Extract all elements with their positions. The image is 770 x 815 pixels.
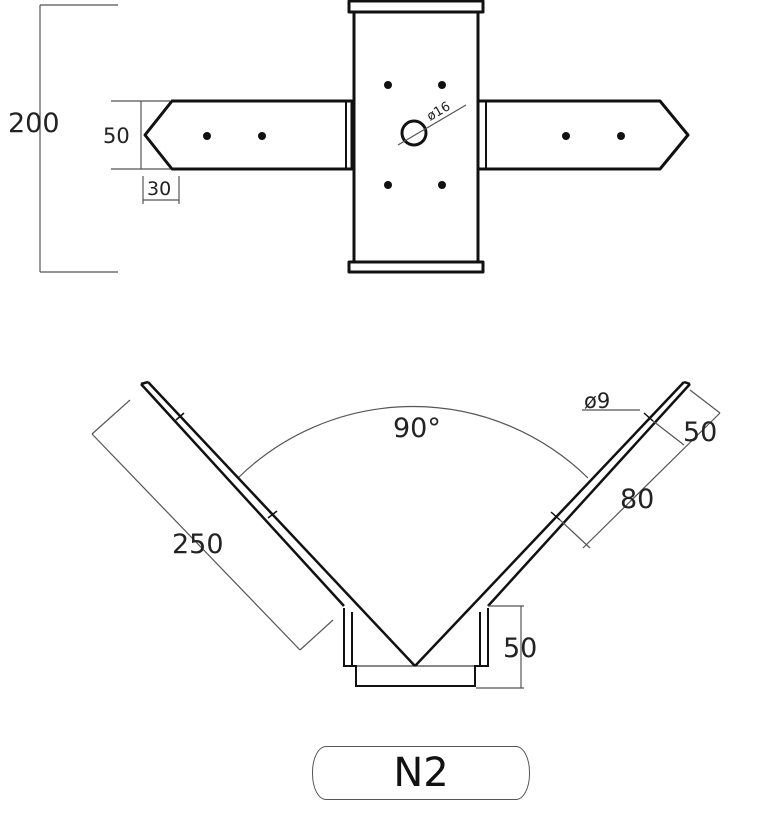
side-view [91, 380, 721, 689]
plate-hole-top-left [384, 81, 392, 89]
base-bracket [343, 608, 489, 687]
left-arm [140, 380, 416, 667]
plate-hole-bottom-left [384, 181, 392, 189]
angle-arc-90 [237, 405, 589, 479]
right-strap [476, 99, 690, 171]
hole-16-leader [397, 104, 467, 146]
dim-80-text: 80 [620, 484, 654, 515]
right-strap-hole-1 [562, 132, 570, 140]
strap-tip-dimension-30 [142, 176, 180, 204]
leg-length-dimension-250 [91, 399, 334, 651]
strap-width-dimension-50 [111, 100, 170, 170]
top-view [39, 0, 690, 274]
arm-hole-marks [175, 412, 654, 521]
left-strap-hole-1 [203, 132, 211, 140]
plate-hole-bottom-right [438, 181, 446, 189]
part-label-box: N2 [312, 746, 530, 800]
dim-50-arm-text: 50 [683, 417, 717, 448]
dim-200-text: 200 [8, 108, 60, 139]
dim-250-text: 250 [172, 529, 224, 560]
right-arm-dimensions [559, 389, 721, 549]
base-height-dimension-50 [476, 605, 524, 689]
left-strap [143, 99, 354, 171]
right-strap-hole-2 [617, 132, 625, 140]
right-arm [414, 380, 691, 667]
height-dimension-200 [39, 4, 118, 273]
angle-90-text: 90° [393, 413, 441, 444]
dim-50-strap-text: 50 [103, 124, 130, 148]
plate-hole-top-right [438, 81, 446, 89]
left-strap-hole-2 [258, 132, 266, 140]
part-label: N2 [393, 750, 449, 796]
dim-50-base-text: 50 [503, 633, 537, 664]
dim-30-text: 30 [147, 178, 171, 200]
plate-center-hole-16 [400, 119, 428, 147]
dim-hole-9-text: ø9 [584, 389, 610, 413]
